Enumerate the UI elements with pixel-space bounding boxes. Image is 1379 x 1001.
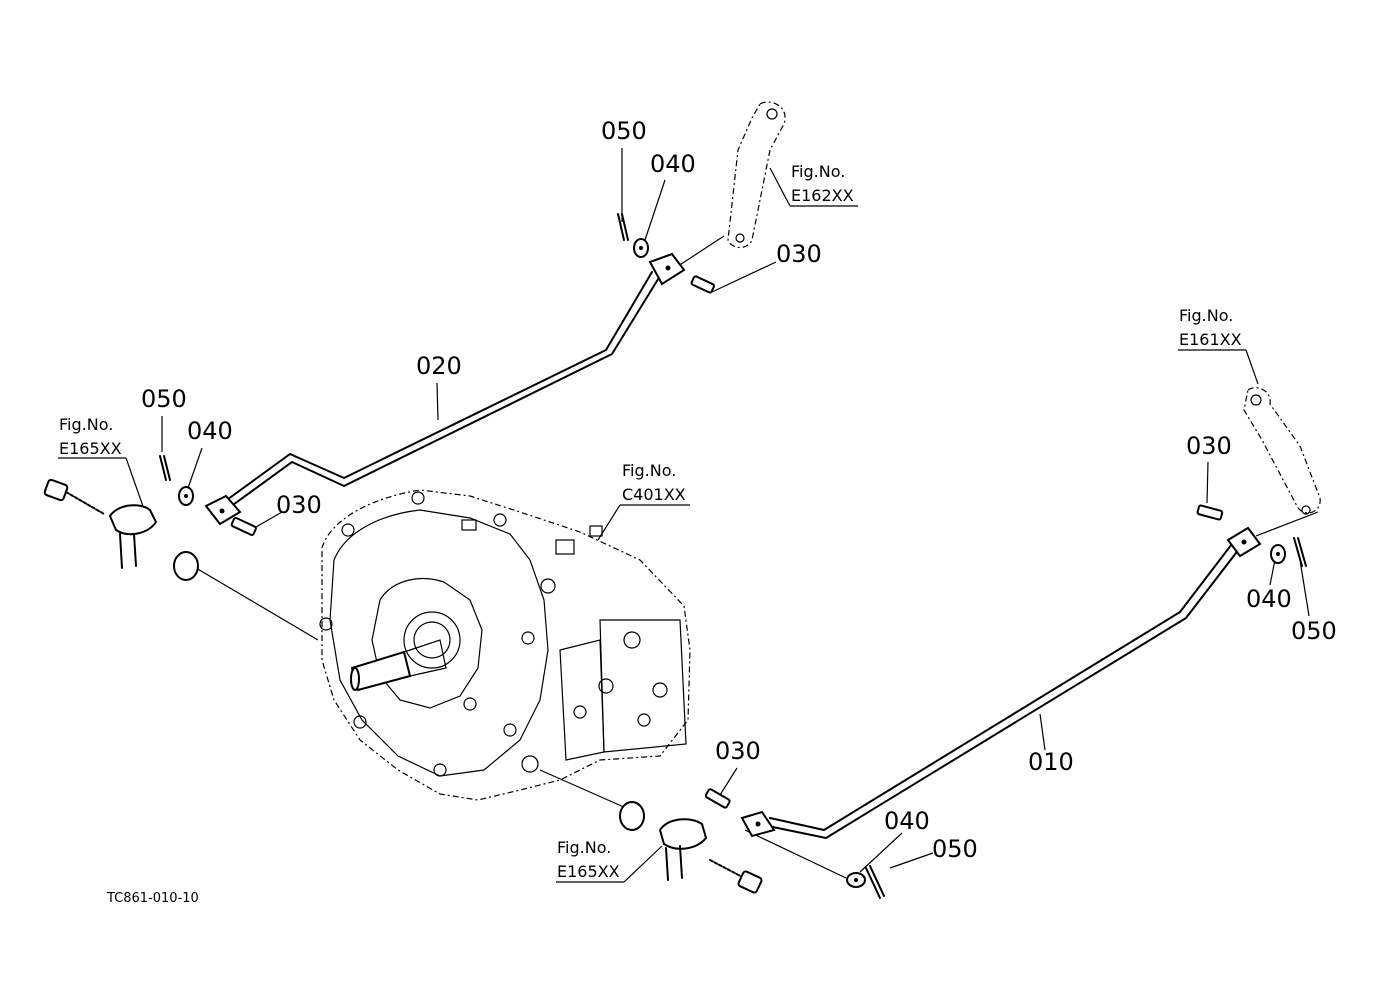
rod-020 bbox=[204, 252, 686, 526]
figure-references: Fig.No. E162XX Fig.No. E161XX Fig.No. E1… bbox=[59, 162, 1242, 881]
pin-030-bottom bbox=[704, 788, 731, 809]
label-pin-030-right: 030 bbox=[1186, 432, 1232, 460]
cotter-050-right bbox=[1293, 537, 1307, 567]
ref-e161-title: Fig.No. bbox=[1179, 306, 1233, 325]
ref-e165-bottom-title: Fig.No. bbox=[557, 838, 611, 857]
label-cotter-050-left: 050 bbox=[141, 385, 187, 413]
label-washer-040-right: 040 bbox=[1246, 585, 1292, 613]
washer-040-top bbox=[633, 238, 649, 258]
bracket-e165-left bbox=[43, 478, 199, 581]
washer-040-bottom bbox=[846, 872, 866, 888]
drawing-code: TC861-010-10 bbox=[106, 891, 199, 906]
label-washer-040-left: 040 bbox=[187, 417, 233, 445]
cotter-050-left bbox=[159, 455, 171, 481]
washer-040-right bbox=[1270, 544, 1286, 564]
label-cotter-050-right: 050 bbox=[1291, 617, 1337, 645]
ref-e165-bottom-code: E165XX bbox=[557, 862, 620, 881]
clevis-bottom bbox=[740, 810, 776, 838]
clevis-top bbox=[648, 252, 686, 286]
label-pin-030-top: 030 bbox=[776, 240, 822, 268]
label-washer-040-top: 040 bbox=[650, 150, 696, 178]
part-labels: 050 040 030 020 050 040 030 030 040 050 … bbox=[141, 117, 1337, 863]
label-pin-030-bottom: 030 bbox=[715, 737, 761, 765]
washer-040-left bbox=[178, 486, 194, 506]
pin-030-top bbox=[690, 275, 716, 294]
bracket-e165-bottom bbox=[619, 801, 763, 894]
arm-e161 bbox=[1243, 387, 1321, 515]
label-cotter-050-bottom: 050 bbox=[932, 835, 978, 863]
transmission-housing-c401 bbox=[319, 489, 691, 801]
ref-c401-title: Fig.No. bbox=[622, 461, 676, 480]
label-cotter-050-top: 050 bbox=[601, 117, 647, 145]
ref-e162-code: E162XX bbox=[791, 186, 854, 205]
label-washer-040-bottom: 040 bbox=[884, 807, 930, 835]
cotter-050-top bbox=[617, 213, 629, 241]
label-rod-020: 020 bbox=[416, 352, 462, 380]
label-pin-030-left: 030 bbox=[276, 491, 322, 519]
pin-030-left bbox=[230, 516, 257, 536]
ref-e162-title: Fig.No. bbox=[791, 162, 845, 181]
leader-lines bbox=[58, 148, 1319, 883]
ref-e165-left-title: Fig.No. bbox=[59, 415, 113, 434]
arm-e162 bbox=[727, 101, 786, 249]
ref-e161-code: E161XX bbox=[1179, 330, 1242, 349]
pin-030-right bbox=[1196, 504, 1224, 521]
label-rod-010: 010 bbox=[1028, 748, 1074, 776]
ref-e165-left-code: E165XX bbox=[59, 439, 122, 458]
clevis-right bbox=[1226, 526, 1262, 558]
cotter-050-bottom bbox=[865, 865, 885, 899]
clevis-left bbox=[204, 494, 242, 526]
rod-010 bbox=[740, 526, 1262, 839]
ref-c401-code: C401XX bbox=[622, 485, 686, 504]
